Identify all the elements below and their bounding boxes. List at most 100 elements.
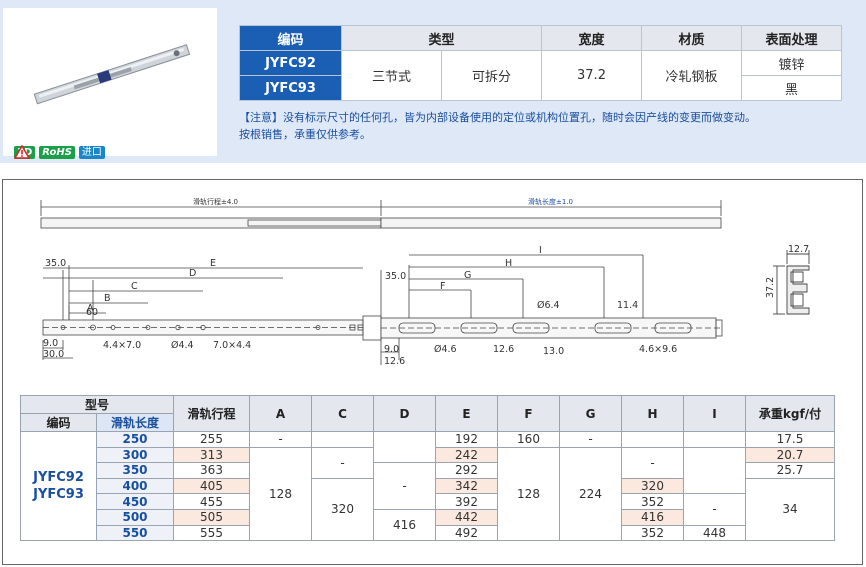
table-row: JYFC92 JYFC93 250 255 - 192 160 - 17.5 bbox=[20, 430, 835, 542]
f-merged: 128 bbox=[497, 446, 560, 542]
e-6: 442 bbox=[435, 508, 498, 526]
length-label: 滑轨长度±1.0 bbox=[528, 197, 573, 206]
e-4: 342 bbox=[435, 477, 498, 495]
spec-table: 编码 类型 宽度 材质 表面处理 JYFC92 三节式 可拆分 37.2 冷轧钢… bbox=[239, 25, 842, 101]
g-merged: 224 bbox=[559, 446, 622, 542]
i-5: - bbox=[683, 493, 746, 526]
th-model: 型号 bbox=[20, 395, 174, 414]
th-C: C bbox=[311, 395, 374, 432]
rohs-badge: RoHS bbox=[39, 145, 75, 159]
table-code-1: JYFC92 bbox=[33, 470, 84, 486]
dim-9-right: 9.0 bbox=[384, 344, 399, 355]
section-view bbox=[773, 250, 810, 315]
product-image-box: 3D RoHS 进口 bbox=[3, 8, 217, 159]
h-6: 416 bbox=[621, 508, 684, 526]
th-load: 承重kgf/付 bbox=[745, 395, 835, 432]
dim-phi64: Ø6.4 bbox=[537, 300, 560, 311]
dim-127: 12.7 bbox=[788, 244, 809, 255]
spec-finish-1: 镀锌 bbox=[741, 50, 842, 76]
a-merged: 128 bbox=[249, 446, 312, 542]
dim-9-left: 9.0 bbox=[43, 338, 58, 349]
e-3: 292 bbox=[435, 462, 498, 479]
d-1 bbox=[373, 430, 436, 464]
travel-6: 505 bbox=[173, 508, 250, 526]
table-row: 550 555 492 352 448 bbox=[21, 524, 835, 542]
spec-header-type: 类型 bbox=[341, 25, 542, 51]
a-1: - bbox=[249, 431, 312, 448]
f-1: 160 bbox=[497, 431, 560, 448]
th-E: E bbox=[435, 395, 498, 432]
travel-1: 255 bbox=[173, 431, 250, 448]
slide-side-view bbox=[40, 200, 722, 229]
spec-header-width: 宽度 bbox=[541, 25, 642, 51]
spec-header-finish: 表面处理 bbox=[741, 25, 842, 51]
spec-width: 37.2 bbox=[541, 50, 642, 101]
th-F: F bbox=[497, 395, 560, 432]
th-travel: 滑轨行程 bbox=[173, 395, 250, 432]
th-D: D bbox=[373, 395, 436, 432]
note-line-2: 按根销售，承重仅供参考。 bbox=[239, 128, 371, 141]
h-4: 320 bbox=[621, 477, 684, 495]
e-5: 392 bbox=[435, 493, 498, 510]
len-550: 550 bbox=[96, 524, 174, 542]
table-codes: JYFC92 JYFC93 bbox=[20, 430, 97, 542]
e-1: 192 bbox=[435, 431, 498, 448]
travel-7: 555 bbox=[173, 524, 250, 542]
th-G: G bbox=[559, 395, 622, 432]
warning-icon bbox=[14, 145, 30, 159]
spec-type-1: 三节式 bbox=[341, 50, 442, 101]
dim-44x7: 4.4×7.0 bbox=[103, 340, 141, 351]
i-7: 448 bbox=[683, 524, 746, 542]
spec-type-2: 可拆分 bbox=[441, 50, 542, 101]
label-H: H bbox=[505, 258, 512, 269]
dim-30: 30.0 bbox=[43, 349, 64, 360]
len-500: 500 bbox=[96, 508, 174, 526]
len-250: 250 bbox=[96, 431, 174, 448]
note: 【注意】没有标示尺寸的任何孔，皆为内部设备使用的定位或机构位置孔，随时会因产线的… bbox=[239, 109, 859, 143]
dim-126-b: 12.6 bbox=[493, 344, 514, 355]
table-code-2: JYFC93 bbox=[33, 487, 84, 503]
th-H: H bbox=[621, 395, 684, 432]
th-A: A bbox=[249, 395, 312, 432]
load-1: 17.5 bbox=[745, 431, 835, 448]
label-A: A bbox=[87, 303, 94, 314]
product-header-panel: 3D RoHS 进口 编码 类型 宽度 材质 表面处理 JYFC92 三节式 可… bbox=[0, 0, 866, 163]
product-image bbox=[33, 44, 191, 105]
table-row: 300 313 128 - 242 128 224 - 20.7 bbox=[21, 446, 835, 542]
dim-phi44: Ø4.4 bbox=[171, 340, 194, 351]
len-300: 300 bbox=[96, 446, 174, 464]
table-row: 400 405 320 342 320 34 bbox=[21, 477, 835, 542]
dim-35-right: 35.0 bbox=[385, 271, 406, 282]
load-2: 20.7 bbox=[745, 446, 835, 464]
right-rail bbox=[380, 254, 723, 365]
dim-126-a: 12.6 bbox=[384, 356, 405, 367]
len-350: 350 bbox=[96, 462, 174, 479]
dim-372: 37.2 bbox=[765, 277, 776, 298]
table-row: 500 505 416 442 416 bbox=[21, 508, 835, 542]
h-5: 352 bbox=[621, 493, 684, 510]
label-B: B bbox=[104, 293, 111, 304]
c-merged: 320 bbox=[311, 477, 374, 542]
table-row: 350 363 - 292 25.7 bbox=[21, 462, 835, 510]
travel-2: 313 bbox=[173, 446, 250, 464]
dim-13: 13.0 bbox=[543, 346, 564, 357]
travel-3: 363 bbox=[173, 462, 250, 479]
import-badge: 进口 bbox=[78, 145, 105, 159]
d-3: 416 bbox=[373, 508, 436, 542]
dim-60-visible: 60 bbox=[86, 307, 98, 318]
i-2 bbox=[683, 446, 746, 495]
label-G: G bbox=[464, 270, 471, 281]
label-E: E bbox=[210, 258, 216, 269]
left-rail bbox=[42, 265, 382, 360]
travel-4: 405 bbox=[173, 477, 250, 495]
len-450: 450 bbox=[96, 493, 174, 510]
label-I: I bbox=[539, 245, 542, 256]
i-1 bbox=[683, 431, 746, 448]
load-merged: 34 bbox=[745, 477, 835, 542]
dim-7x44: 7.0×4.4 bbox=[213, 340, 251, 351]
label-D: D bbox=[189, 268, 196, 279]
dim-46x96: 4.6×9.6 bbox=[639, 344, 677, 355]
h-2: - bbox=[621, 446, 684, 479]
dimension-table: 型号 滑轨行程 A C D E F G H I 承重kgf/付 编码 滑轨长度 … bbox=[20, 395, 835, 542]
load-3: 25.7 bbox=[745, 462, 835, 479]
